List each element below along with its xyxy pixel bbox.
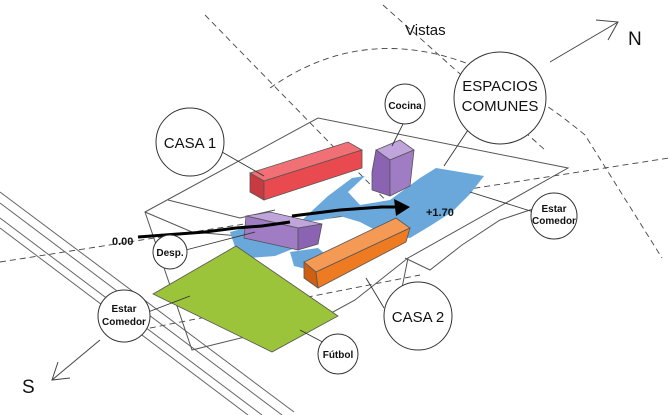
cocina-label: Cocina [388,101,422,112]
estar-comedor-right-bubble [530,192,578,240]
casa2-label: CASA 2 [392,309,445,326]
water-pool [300,168,484,238]
futbol-label: Fútbol [323,350,354,361]
north-arrow [549,19,619,63]
north-label: N [628,29,642,50]
comedor-right-label: Comedor [532,216,576,227]
casa2-block [303,217,411,289]
south-arrow [51,339,101,381]
south-label: S [22,377,35,398]
axis-line [0,157,669,263]
comunes-label: COMUNES [462,98,539,115]
espacios-label: ESPACIOS [462,78,538,95]
casa1-label: CASA 1 [164,135,217,152]
comedor-left-label: Comedor [102,317,146,328]
cocina-bubble [384,83,426,125]
desp-block [243,211,323,251]
vistas-label: Vistas [405,22,446,39]
casa2-bubble [383,281,453,351]
football-field [152,245,339,353]
circulation-arrow [137,199,410,239]
espacios-comunes-bubble [453,51,547,145]
estar-left-label: Estar [111,304,136,315]
cocina-block [371,139,415,197]
estar-comedor-left-bubble [97,289,151,343]
casa1-bubble [155,107,225,177]
desp-label: Desp. [156,248,183,259]
level-entry-label: 0.00 [112,236,133,248]
axis-line [204,14,401,216]
estar-right-label: Estar [541,204,566,215]
level-upper-label: +1.70 [426,207,454,219]
vista-arc [269,48,663,259]
futbol-bubble [317,333,359,375]
label-bubbles [97,51,578,375]
casa1-block [249,141,363,201]
desp-bubble [152,234,188,270]
